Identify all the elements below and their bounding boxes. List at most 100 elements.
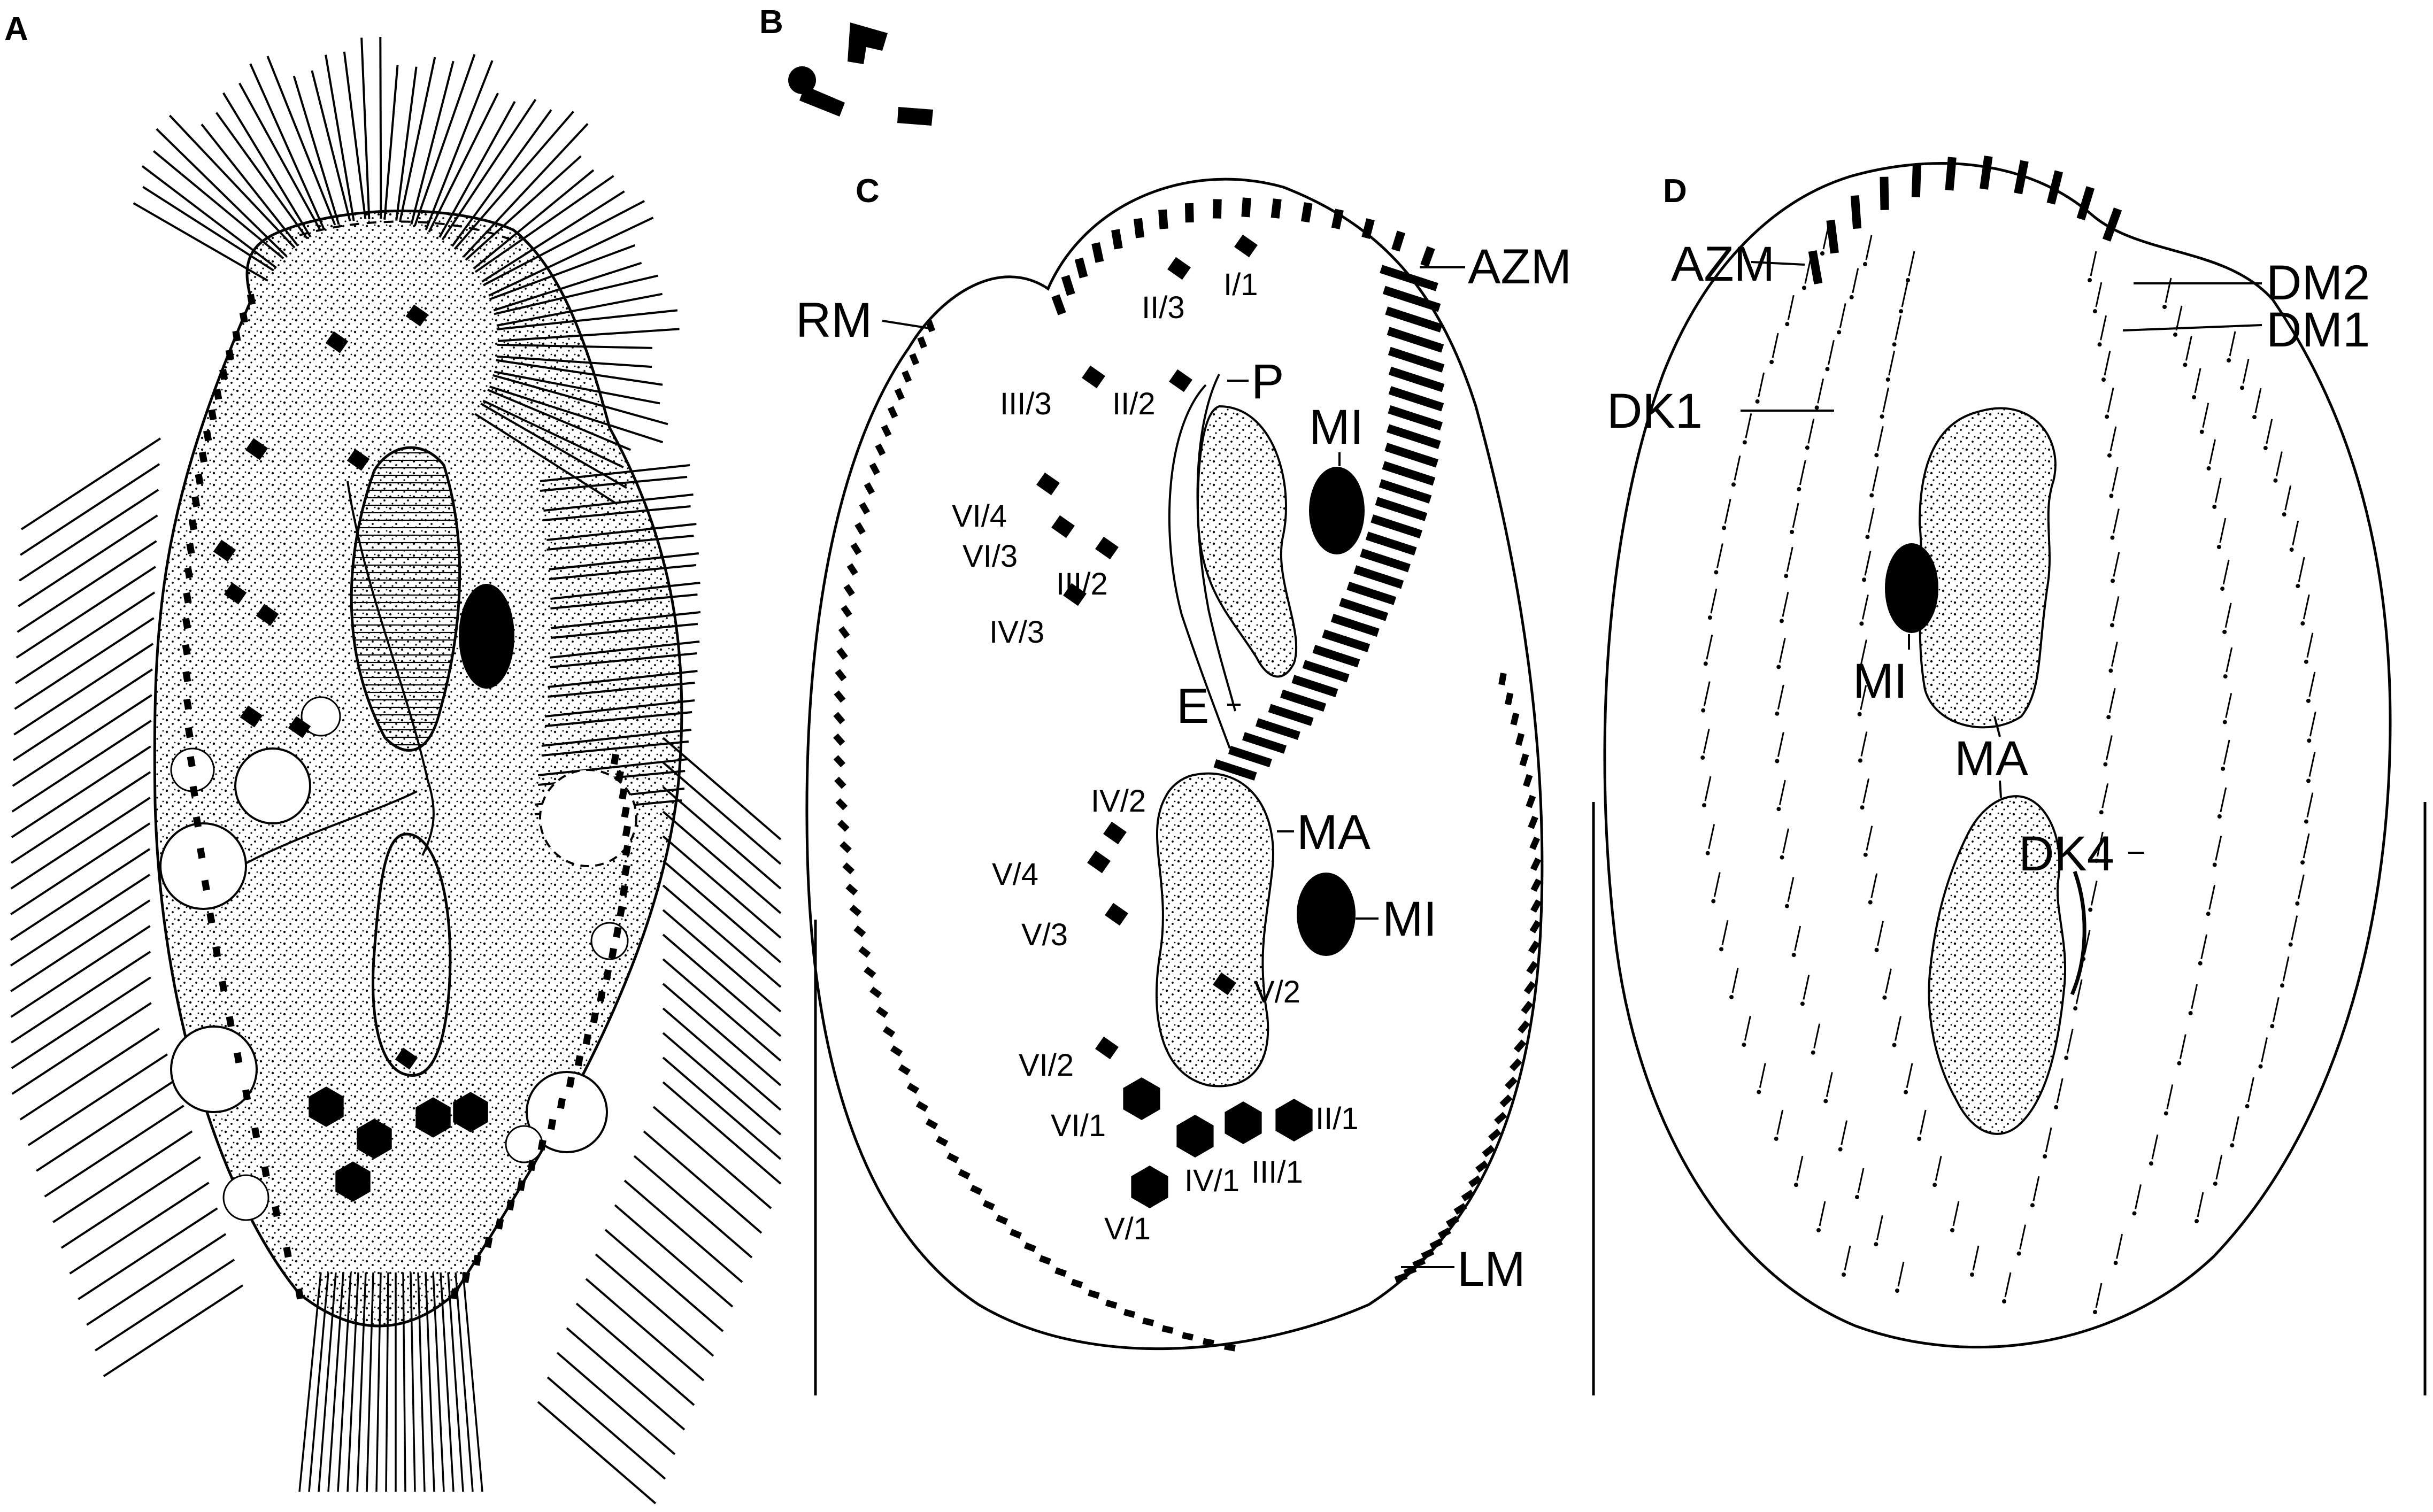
dorsal-bristle xyxy=(2104,350,2111,376)
dorsal-bristle-basal-body xyxy=(2282,512,2286,517)
right-marginal-cirrus xyxy=(1523,981,1536,994)
dorsal-bristle-basal-body xyxy=(2306,778,2311,783)
right-marginal-bristle xyxy=(643,1130,763,1234)
cirrus-label-v-1: V/1 xyxy=(1104,1212,1151,1246)
dorsal-bristle-basal-body xyxy=(1784,574,1789,578)
marginal-row-dot xyxy=(619,788,628,800)
left-marginal-cirrus xyxy=(958,1169,971,1180)
frontoventral-cirrus xyxy=(1051,515,1075,538)
azm-membranelle xyxy=(1365,531,1417,556)
left-marginal-bristle xyxy=(60,1156,201,1249)
dorsal-bristle xyxy=(1731,968,1739,993)
cirrus-label-v-3: V/3 xyxy=(1021,917,1068,952)
dorsal-bristle xyxy=(1876,426,1884,451)
dorsal-bristle-basal-body xyxy=(2206,466,2211,471)
dorsal-bristle xyxy=(1877,921,1884,946)
membranelle-blade-edge xyxy=(238,82,322,232)
frontoventral-cirrus xyxy=(1105,902,1128,926)
dorsal-bristle-basal-body xyxy=(2183,362,2188,367)
dorsal-bristle-basal-body xyxy=(2300,860,2305,865)
cirrus-label-vi-3: VI/3 xyxy=(963,539,1018,574)
left-marginal-bristle xyxy=(17,540,157,633)
left-marginal-bristle xyxy=(10,797,151,890)
right-marginal-cirrus xyxy=(1529,836,1541,850)
cirrus-label-i-1: I/1 xyxy=(1223,267,1258,302)
dorsal-bristle xyxy=(1758,372,1765,398)
dorsal-bristle-basal-body xyxy=(2220,587,2225,591)
cirrus-shape-3-b xyxy=(799,86,845,117)
marginal-row-dot xyxy=(201,880,210,891)
body-outline-d xyxy=(1603,162,2392,1349)
transverse-cirrus xyxy=(1275,1099,1313,1141)
dorsal-bristle-basal-body xyxy=(2162,305,2167,309)
frontoventral-cirrus xyxy=(1063,583,1087,606)
azm-label-c: AZM xyxy=(1468,240,1572,294)
dorsal-bristle-basal-body xyxy=(2245,1104,2250,1109)
frontal-dashed-arc-a xyxy=(299,220,514,242)
dorsal-bristle xyxy=(1908,251,1915,276)
dorsal-bristle-basal-body xyxy=(2304,659,2308,664)
frontoventral-cirri-a xyxy=(182,294,632,1300)
cirrus-label-vi-1: VI/1 xyxy=(1051,1108,1106,1143)
dorsal-bristle-basal-body xyxy=(1874,1242,1878,1247)
dorsal-bristle xyxy=(1704,776,1712,801)
dorsal-bristle-basal-body xyxy=(2093,1310,2097,1314)
marginal-row-dot xyxy=(234,1052,243,1063)
dorsal-bristle xyxy=(2242,359,2250,384)
azm-membranelle-top xyxy=(1061,275,1075,296)
azm-membranelle-top xyxy=(1074,257,1088,279)
dorsal-bristle xyxy=(1884,968,1892,994)
marginal-row-dot xyxy=(537,1139,546,1151)
left-marginal-cirrus xyxy=(917,336,927,349)
frontal-cirrus xyxy=(245,438,268,460)
marginal-row-dot xyxy=(225,349,234,361)
transverse-cirrus xyxy=(453,1092,488,1132)
frontoventral-cirrus xyxy=(1213,972,1236,996)
dorsal-bristle xyxy=(2100,315,2107,341)
dorsal-bristle-basal-body xyxy=(2002,1299,2006,1303)
right-marginal-bristle xyxy=(566,1327,686,1431)
membranelle-blade xyxy=(360,37,371,220)
marginal-row-dot xyxy=(548,1118,557,1130)
left-marginal-bristle xyxy=(11,720,152,813)
left-marginal-cirrus xyxy=(834,776,846,789)
frontoventral-cirrus xyxy=(1234,234,1258,258)
marginal-row-dot xyxy=(613,927,622,938)
dorsal-bristle-basal-body xyxy=(2216,545,2221,550)
dorsal-bristle xyxy=(1861,595,1869,620)
panel-d: D AZM DM2 DM1 DK1 MI MA DK4 xyxy=(1603,156,2427,1395)
azm-membranelle-top xyxy=(1091,242,1104,263)
marginal-row-dot xyxy=(608,947,617,959)
dorsal-bristle-basal-body xyxy=(2043,1154,2047,1159)
dorsal-bristle xyxy=(2175,305,2183,331)
dorsal-bristle xyxy=(1852,268,1859,294)
dorsal-bristle xyxy=(1952,1201,1960,1226)
marginal-row-dot xyxy=(208,409,217,421)
dorsal-bristle xyxy=(1860,731,1868,757)
dorsal-bristle-basal-body xyxy=(1970,1272,1974,1277)
dorsal-bristle xyxy=(1935,1155,1942,1181)
dorsal-bristle-basal-body xyxy=(1705,851,1710,855)
dorsal-bristle-basal-body xyxy=(1775,759,1780,763)
dorsal-bristle-basal-body xyxy=(2110,578,2115,583)
left-marginal-bristle xyxy=(13,643,154,736)
food-vacuole-4-a xyxy=(526,1071,608,1153)
azm-membranelle xyxy=(1228,745,1272,768)
dorsal-bristle-basal-body xyxy=(1825,367,1830,372)
frontoventral-cirrus xyxy=(1095,1036,1119,1060)
azm-membranelle xyxy=(1384,443,1439,468)
dorsal-bristle-basal-body xyxy=(1816,1228,1821,1232)
dorsal-bristle xyxy=(1866,826,1873,851)
left-marginal-bristle xyxy=(11,771,151,864)
right-marginal-bristle xyxy=(662,811,782,914)
dorsal-bristle-basal-body xyxy=(2088,278,2092,282)
marginal-row-dot xyxy=(495,1218,504,1230)
marginal-row-dot xyxy=(603,969,612,981)
dorsal-bristle xyxy=(2107,388,2114,413)
azm-membranelle xyxy=(1312,645,1360,668)
dorsal-bristle-basal-body xyxy=(1722,526,1727,530)
marginal-row-dot xyxy=(198,451,207,463)
dorsal-bristle-basal-body xyxy=(1950,1228,1954,1232)
dorsal-bristle xyxy=(1703,728,1710,754)
azm-membranelle xyxy=(1375,497,1428,521)
